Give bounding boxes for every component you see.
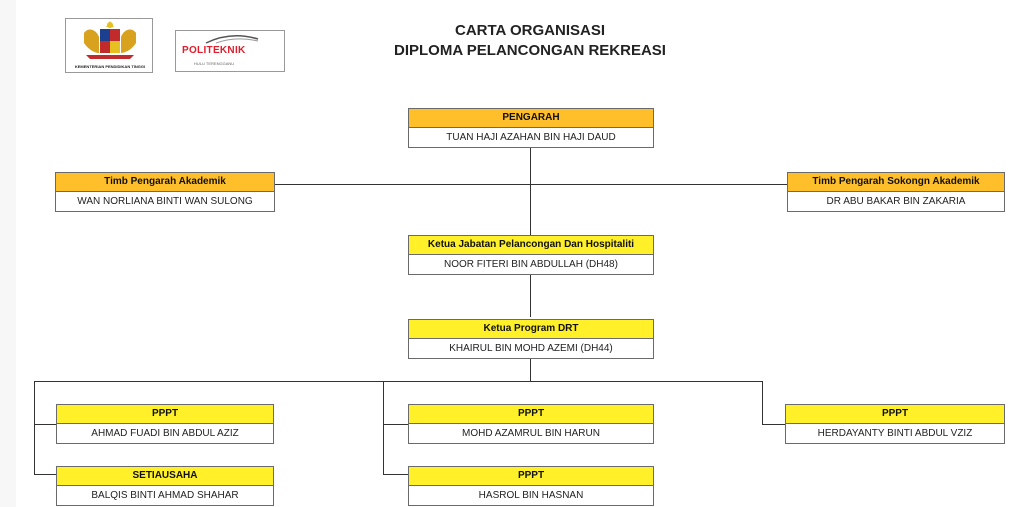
connector-right-pppt [762, 424, 785, 425]
politeknik-logo: POLITEKNIK HULU TERENGGANU [175, 30, 285, 72]
connector-left-setiausaha [34, 474, 56, 475]
connector-middle-pppt [383, 424, 408, 425]
node-title: Ketua Jabatan Pelancongan Dan Hospitalit… [409, 236, 653, 255]
node-title: SETIAUSAHA [57, 467, 273, 486]
connector-middle-pppt-lower [383, 474, 408, 475]
politeknik-brand: POLITEKNIK [182, 45, 246, 56]
node-name: AHMAD FUADI BIN ABDUL AZIZ [91, 428, 239, 439]
node-title: PPPT [786, 405, 1004, 424]
node-pppt-hasrol: PPPT HASROL BIN HASNAN [408, 466, 654, 506]
chart-title: CARTA ORGANISASI [455, 22, 605, 39]
connector-right-column [762, 381, 763, 424]
node-name: WAN NORLIANA BINTI WAN SULONG [77, 196, 253, 207]
politeknik-logo-icon [205, 35, 259, 44]
connector-main-vertical [530, 147, 531, 317]
node-name: TUAN HAJI AZAHAN BIN HAJI DAUD [446, 132, 616, 143]
coat-of-arms-icon [84, 21, 136, 59]
politeknik-caption: HULU TERENGGANU [194, 61, 235, 66]
node-title: Timb Pengarah Sokongn Akademik [788, 173, 1004, 192]
node-ketua-jabatan: Ketua Jabatan Pelancongan Dan Hospitalit… [408, 235, 654, 275]
node-name: KHAIRUL BIN MOHD AZEMI (DH44) [449, 343, 613, 354]
connector-left-pppt [34, 424, 56, 425]
connector-staff-bar [34, 381, 762, 382]
node-timb-pengarah-akademik: Timb Pengarah Akademik WAN NORLIANA BINT… [55, 172, 275, 212]
node-title: PENGARAH [409, 109, 653, 128]
node-name: HASROL BIN HASNAN [478, 490, 584, 501]
node-name: DR ABU BAKAR BIN ZAKARIA [826, 196, 966, 207]
node-title: PPPT [57, 405, 273, 424]
node-pppt-ahmad-fuadi: PPPT AHMAD FUADI BIN ABDUL AZIZ [56, 404, 274, 444]
node-setiausaha: SETIAUSAHA BALQIS BINTI AHMAD SHAHAR [56, 466, 274, 506]
node-name: HERDAYANTY BINTI ABDUL VZIZ [817, 428, 973, 439]
node-title: PPPT [409, 467, 653, 486]
node-pengarah: PENGARAH TUAN HAJI AZAHAN BIN HAJI DAUD [408, 108, 654, 148]
connector-left-column [34, 381, 35, 474]
kementerian-caption: KEMENTERIAN PENDIDIKAN TINGGI [74, 64, 146, 69]
node-name: BALQIS BINTI AHMAD SHAHAR [91, 490, 239, 501]
connector-middle-column [383, 381, 384, 474]
node-name: NOOR FITERI BIN ABDULLAH (DH48) [444, 259, 618, 270]
node-pppt-herdayanty: PPPT HERDAYANTY BINTI ABDUL VZIZ [785, 404, 1005, 444]
node-pppt-mohd-azamrul: PPPT MOHD AZAMRUL BIN HARUN [408, 404, 654, 444]
kementerian-logo: KEMENTERIAN PENDIDIKAN TINGGI [65, 18, 153, 73]
node-title: Timb Pengarah Akademik [56, 173, 274, 192]
node-title: Ketua Program DRT [409, 320, 653, 339]
connector-deputies [275, 184, 787, 185]
node-timb-pengarah-sokongan: Timb Pengarah Sokongn Akademik DR ABU BA… [787, 172, 1005, 212]
node-name: MOHD AZAMRUL BIN HARUN [462, 428, 600, 439]
node-title: PPPT [409, 405, 653, 424]
connector-program-drop [530, 359, 531, 381]
chart-subtitle: DIPLOMA PELANCONGAN REKREASI [394, 42, 666, 59]
node-ketua-program: Ketua Program DRT KHAIRUL BIN MOHD AZEMI… [408, 319, 654, 359]
